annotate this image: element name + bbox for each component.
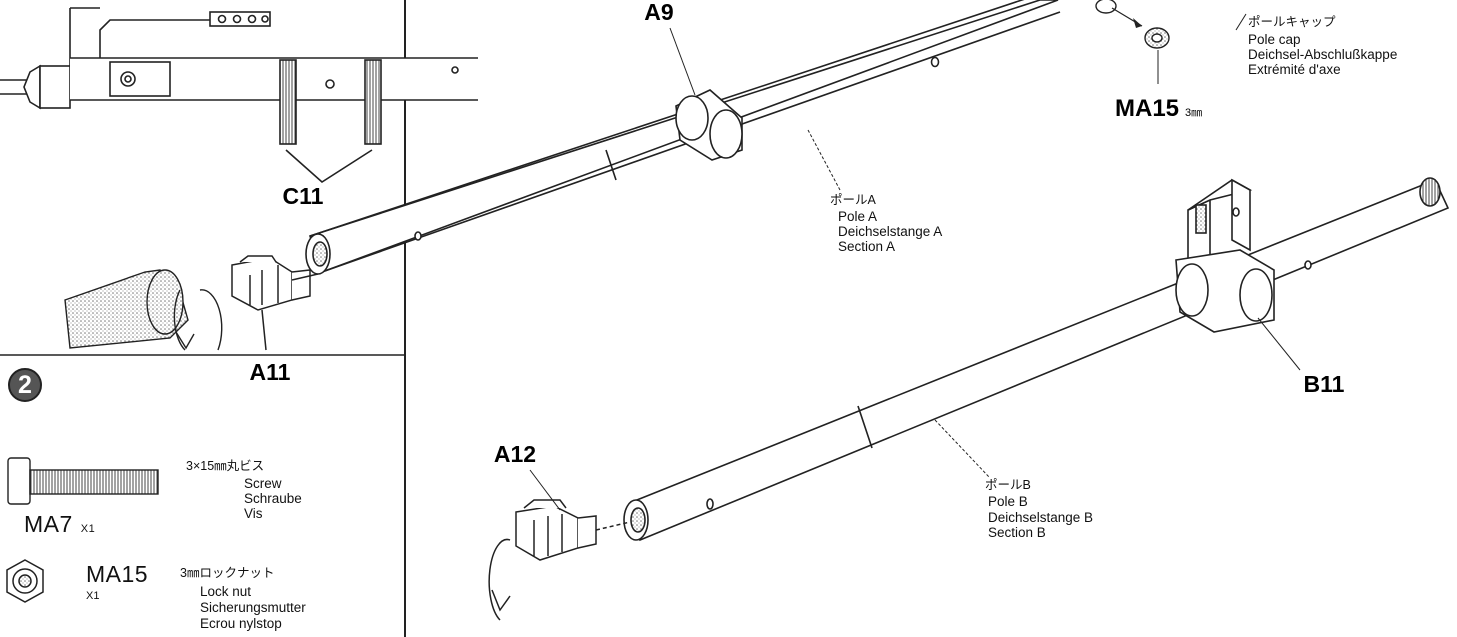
step-number-badge: 2 [8, 368, 42, 402]
part-b11-bracket [1175, 178, 1275, 333]
callout-pole-cap-de: Deichsel-Abschlußkappe [1248, 47, 1398, 62]
hardware-ma7-en: Screw [244, 476, 282, 491]
callout-pole-a-de: Deichselstange A [838, 224, 943, 239]
callout-pole-cap-en: Pole cap [1248, 32, 1301, 47]
callout-pole-b-fr: Section B [988, 525, 1046, 540]
part-label-a11: A11 [250, 359, 291, 385]
part-label-a12: A12 [494, 441, 536, 467]
callout-pole-cap-fr: Extrémité d'axe [1248, 62, 1341, 77]
hardware-ma15-code: MA15 [86, 561, 149, 587]
callout-pole-b-en: Pole B [988, 494, 1028, 509]
pole-b-illustration [623, 177, 1450, 542]
part-a11-illustration [231, 255, 319, 351]
part-label-c11: C11 [283, 183, 324, 209]
screw-ma7-icon [7, 457, 159, 505]
hardware-ma7-de: Schraube [244, 491, 302, 506]
screwdriver-illustration [64, 269, 223, 351]
part-label-b11: B11 [1304, 371, 1345, 397]
pole-cap-illustration [1095, 0, 1170, 49]
inset-pole-illustration [0, 7, 478, 184]
part-label-a9: A9 [644, 0, 673, 25]
hardware-ma15-fr: Ecrou nylstop [200, 616, 282, 631]
hardware-ma7-jp: 3×15㎜丸ビス [186, 459, 265, 473]
callout-pole-cap-jp: ポールキャップ [1248, 15, 1336, 29]
callout-pole-b-jp: ポールB [985, 478, 1031, 492]
hardware-ma15-en: Lock nut [200, 584, 252, 599]
hardware-ma15-qty: X1 [86, 590, 100, 602]
hardware-ma7-qty: X1 [80, 523, 96, 535]
hardware-ma7-fr: Vis [244, 506, 263, 521]
callout-pole-a-en: Pole A [838, 209, 878, 224]
nut-ma15-icon [6, 559, 44, 603]
callout-pole-a-fr: Section A [838, 239, 896, 254]
hardware-ma15-jp: 3㎜ロックナット [180, 566, 275, 580]
part-a9-ring [675, 89, 743, 161]
hardware-ma15-de: Sicherungsmutter [200, 600, 306, 615]
part-a12-illustration [488, 499, 631, 621]
callout-pole-b-de: Deichselstange B [988, 510, 1094, 525]
callout-pole-a-jp: ポールA [830, 193, 876, 207]
